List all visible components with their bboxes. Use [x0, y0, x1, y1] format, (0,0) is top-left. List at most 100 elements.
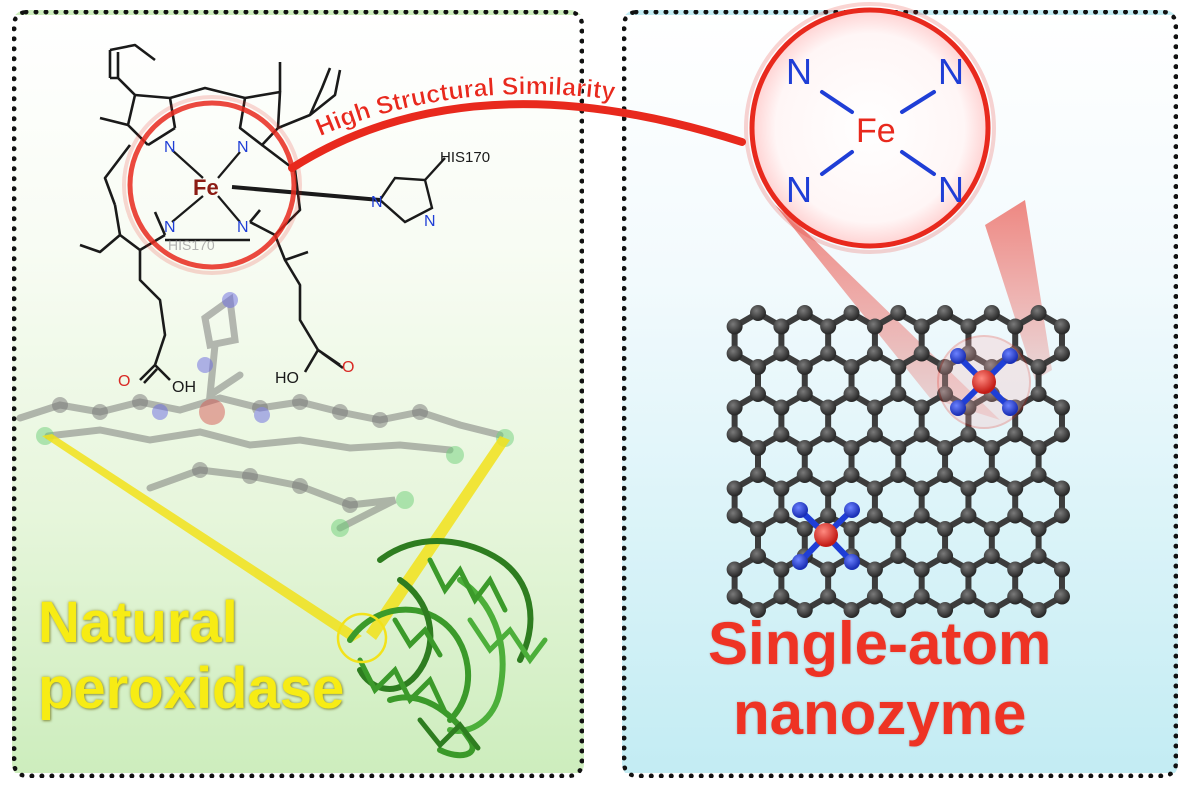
graphene-carbon-atom — [890, 521, 907, 537]
graphene-carbon-atom — [726, 507, 743, 524]
heme-fe-label: Fe — [193, 175, 219, 200]
graphene-carbon-atom — [960, 426, 977, 443]
graphene-carbon-atom — [1007, 318, 1024, 335]
heme-n1-label: N — [164, 139, 176, 156]
graphene-carbon-atom — [913, 345, 930, 362]
graphene-carbon-atom — [866, 426, 883, 443]
graphene-carbon-atom — [890, 305, 907, 321]
graphene-carbon-atom — [1053, 507, 1070, 524]
graphene-carbon-atom — [773, 318, 790, 335]
carboxyl-o-left-label: O — [118, 373, 130, 390]
graphene-carbon-atom — [937, 602, 954, 618]
carboxyl-oh-left-label: OH — [172, 379, 196, 396]
graphene-carbon-atom — [1053, 588, 1070, 605]
zoom-n-top-right-label: N — [938, 51, 964, 92]
graphene-carbon-atom — [726, 426, 743, 443]
graphene-carbon-atom — [1007, 561, 1024, 578]
graphene-carbon-atom — [866, 345, 883, 362]
graphene-carbon-atom — [983, 602, 1000, 618]
graphene-carbon-atom — [1030, 602, 1047, 618]
graphene-carbon-atom — [820, 399, 837, 416]
carboxyl-ho-right-label: HO — [275, 370, 299, 387]
fe-n4-site-upper — [937, 335, 1031, 429]
protein-ribbon-icon — [347, 538, 548, 759]
heme-n2-label: N — [237, 139, 249, 156]
graphene-carbon-atom — [796, 359, 813, 375]
heme-n4-label: N — [237, 219, 249, 236]
graphene-carbon-atom — [866, 588, 883, 605]
graphene-carbon-atom — [1053, 399, 1070, 416]
zoom-n-bottom-right-label: N — [938, 169, 964, 210]
sa-label-line1: Single-atom — [708, 610, 1052, 677]
graphene-carbon-atom — [866, 561, 883, 578]
single-atom-nanozyme-label: Single-atom nanozyme — [708, 614, 1051, 754]
graphene-carbon-atom — [1030, 386, 1047, 402]
graphene-carbon-atom — [1007, 426, 1024, 443]
graphene-carbon-atom — [843, 467, 860, 483]
his170-label: HIS170 — [440, 149, 490, 166]
graphene-carbon-atom — [983, 521, 1000, 537]
graphene-carbon-atom — [773, 507, 790, 524]
graphene-carbon-atom — [773, 480, 790, 497]
graphene-carbon-atom — [1053, 318, 1070, 335]
graphene-carbon-atom — [773, 345, 790, 362]
zoom-n-bottom-left-label: N — [786, 169, 812, 210]
graphene-carbon-atom — [726, 318, 743, 335]
graphene-carbon-atom — [796, 602, 813, 618]
graphene-carbon-atom — [843, 521, 860, 537]
graphene-carbon-atom — [796, 386, 813, 402]
graphene-carbon-atom — [773, 399, 790, 416]
graphene-carbon-atom — [983, 548, 1000, 564]
graphene-carbon-atom — [937, 305, 954, 321]
graphene-carbon-atom — [1030, 521, 1047, 537]
graphene-carbon-atom — [726, 345, 743, 362]
graphene-carbon-atom — [960, 318, 977, 335]
graphene-carbon-atom — [796, 305, 813, 321]
graphene-carbon-atom — [750, 386, 766, 402]
fe-n4-zoom-circle — [744, 2, 996, 254]
graphene-carbon-atom — [820, 588, 837, 605]
graphene-carbon-atom — [937, 521, 954, 537]
graphene-carbon-atom — [890, 386, 907, 402]
graphene-carbon-atom — [750, 359, 766, 375]
graphene-carbon-atom — [843, 386, 860, 402]
graphene-carbon-atom — [937, 386, 954, 402]
graphene-carbon-atom — [796, 467, 813, 483]
graphene-carbon-atom — [726, 399, 743, 416]
graphene-carbon-atom — [1030, 359, 1047, 375]
sa-label-line2: nanozyme — [732, 680, 1027, 747]
graphene-carbon-atom — [890, 548, 907, 564]
heme-n3-label: N — [164, 219, 176, 236]
graphene-carbon-atom — [866, 399, 883, 416]
graphene-carbon-atom — [913, 480, 930, 497]
graphene-carbon-atom — [750, 467, 766, 483]
graphene-carbon-atom — [866, 318, 883, 335]
imidazole-n2-label: N — [424, 213, 436, 230]
graphene-carbon-atom — [820, 318, 837, 335]
graphene-carbon-atom — [890, 602, 907, 618]
graphene-carbon-atom — [1053, 480, 1070, 497]
graphene-carbon-atom — [1007, 507, 1024, 524]
fe-n4-site-lower — [792, 502, 860, 570]
graphene-carbon-atom — [1030, 548, 1047, 564]
graphene-carbon-atom — [750, 548, 766, 564]
protein-active-site-circle — [336, 612, 388, 664]
graphene-carbon-atom — [913, 588, 930, 605]
heme-fe-bonds — [171, 149, 381, 223]
graphene-carbon-atom — [750, 305, 766, 321]
graphene-carbon-atom — [820, 345, 837, 362]
graphene-carbon-atom — [796, 521, 813, 537]
graphene-carbon-atom — [960, 507, 977, 524]
graphene-carbon-atom — [913, 399, 930, 416]
carboxyl-o-right-label: O — [342, 359, 354, 376]
graphene-carbon-atom — [937, 440, 954, 456]
graphene-carbon-atom — [866, 480, 883, 497]
graphene-carbon-atom — [1053, 426, 1070, 443]
graphene-carbon-atom — [820, 426, 837, 443]
graphene-carbon-atom — [937, 467, 954, 483]
heme-highlight-circle — [127, 100, 297, 270]
graphene-carbon-atom — [890, 359, 907, 375]
graphene-carbon-atom — [726, 588, 743, 605]
graphene-carbon-atom — [1007, 480, 1024, 497]
